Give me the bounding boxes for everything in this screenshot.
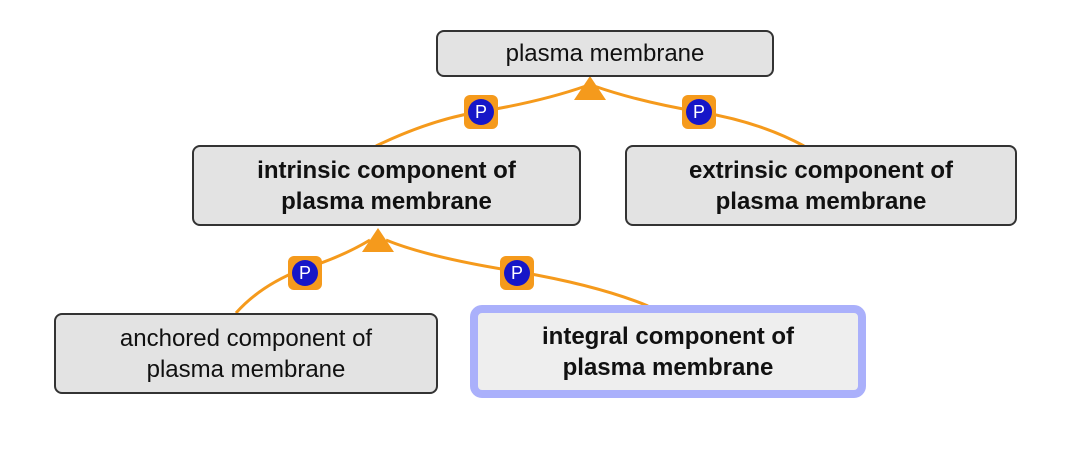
part-of-badge-integral[interactable]: P xyxy=(500,256,534,290)
node-plasma-membrane[interactable]: plasma membrane xyxy=(436,30,774,77)
part-of-badge-letter: P xyxy=(686,99,712,125)
node-anchored-component-label: anchored component of plasma membrane xyxy=(119,324,373,383)
part-of-badge-letter: P xyxy=(292,260,318,286)
arrowhead-plasma-membrane xyxy=(574,76,606,100)
node-extrinsic-component[interactable]: extrinsic component of plasma membrane xyxy=(625,145,1017,226)
node-intrinsic-component-label: intrinsic component of plasma membrane xyxy=(257,156,516,215)
arrowhead-intrinsic xyxy=(362,228,394,252)
node-integral-component-label: integral component of plasma membrane xyxy=(542,322,794,381)
node-plasma-membrane-label: plasma membrane xyxy=(505,40,705,67)
node-integral-component[interactable]: integral component of plasma membrane xyxy=(470,305,866,398)
node-intrinsic-component[interactable]: intrinsic component of plasma membrane xyxy=(192,145,581,226)
part-of-badge-intrinsic[interactable]: P xyxy=(464,95,498,129)
part-of-badge-extrinsic[interactable]: P xyxy=(682,95,716,129)
part-of-badge-anchored[interactable]: P xyxy=(288,256,322,290)
node-extrinsic-component-label: extrinsic component of plasma membrane xyxy=(688,156,954,215)
part-of-badge-letter: P xyxy=(504,260,530,286)
node-anchored-component[interactable]: anchored component of plasma membrane xyxy=(54,313,438,394)
part-of-badge-letter: P xyxy=(468,99,494,125)
